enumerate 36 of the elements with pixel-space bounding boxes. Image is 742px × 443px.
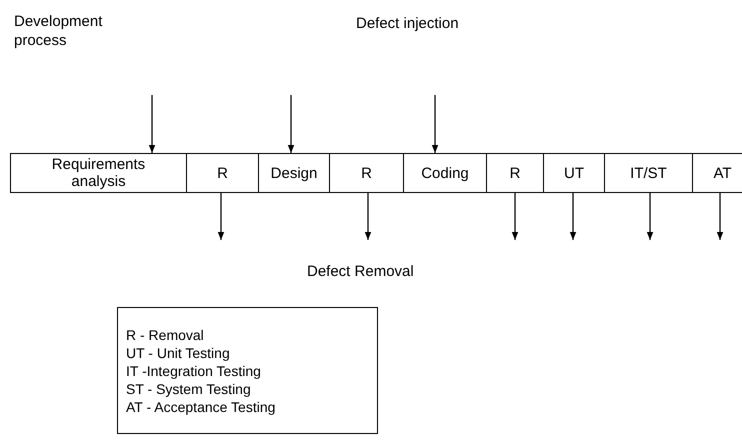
legend-entry: ST - System Testing (126, 380, 252, 398)
arrow (218, 193, 224, 240)
annotation-text: Defect injection (356, 14, 459, 33)
box-label: Requirements analysis (50, 156, 146, 190)
box-label: R (217, 164, 228, 182)
legend-entry: R - Removal (126, 326, 205, 344)
process-box (258, 153, 330, 193)
process-box (604, 153, 693, 193)
process-box (486, 153, 544, 193)
legend-box (117, 307, 378, 434)
arrow (646, 193, 654, 240)
legend-entry: AT - Acceptance Testing (126, 398, 276, 416)
box-label: UT (564, 164, 584, 182)
box-label: R (510, 164, 520, 182)
box-label: AT (713, 164, 732, 182)
process-box (543, 153, 605, 193)
arrow (364, 193, 372, 240)
process-box (329, 153, 404, 193)
box-label: R (361, 164, 372, 182)
arrow (148, 95, 156, 153)
annotation-text: Defect Removal (307, 262, 414, 281)
annotation-text: Development process (14, 12, 104, 50)
process-box (692, 153, 742, 193)
process-box (10, 153, 187, 193)
legend-entry: UT - Unit Testing (126, 344, 231, 362)
arrow (432, 95, 438, 153)
arrow (288, 95, 294, 153)
box-label: Coding (421, 164, 469, 182)
box-label: IT/ST (630, 164, 667, 182)
arrow (570, 193, 576, 240)
legend-entry: IT -Integration Testing (126, 362, 262, 380)
arrow (716, 193, 724, 240)
box-label: Design (270, 164, 318, 182)
arrow (512, 193, 518, 240)
process-box (186, 153, 259, 193)
process-box (403, 153, 487, 193)
